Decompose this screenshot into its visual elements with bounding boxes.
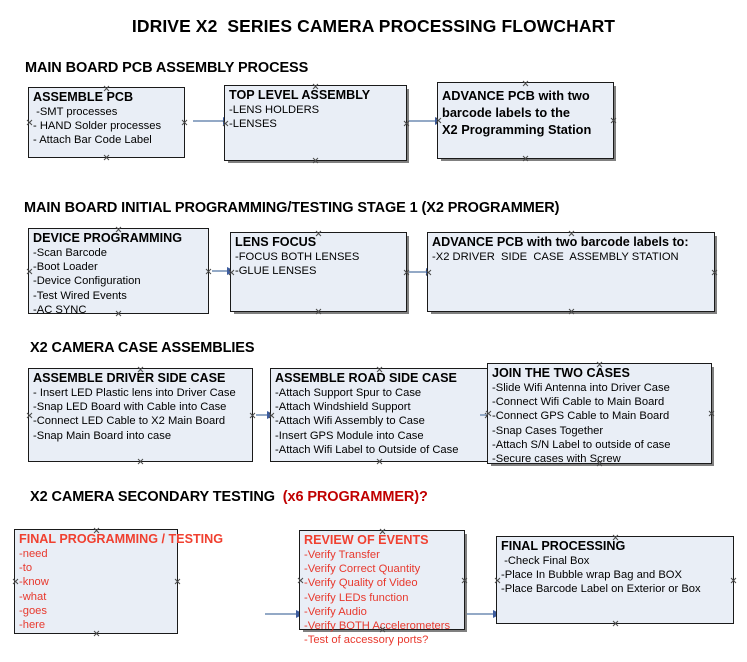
box-title: ASSEMBLE ROAD SIDE CASE xyxy=(275,371,457,385)
box-line: -Snap LED Board with Cable into Case xyxy=(33,401,227,414)
box-device-programming[interactable]: DEVICE PROGRAMMING -Scan Barcode -Boot L… xyxy=(26,228,209,316)
box-line: -Verify Quality of Video xyxy=(304,577,418,590)
box-title: ADVANCE PCB with two barcode labels to: xyxy=(432,235,689,249)
box-line: -need xyxy=(19,548,48,560)
box-line: -Test of accessory ports? xyxy=(304,634,429,647)
section-heading-1: MAIN BOARD PCB ASSEMBLY PROCESS xyxy=(25,60,309,76)
box-final-processing[interactable]: FINAL PROCESSING -Check Final Box -Place… xyxy=(496,536,734,624)
box-line: -Snap Main Board into case xyxy=(33,429,172,442)
box-line: -Connect LED Cable to X2 Main Board xyxy=(33,415,226,428)
box-line: -Boot Loader xyxy=(33,261,98,274)
page-title: IDRIVE X2 SERIES CAMERA PROCESSING FLOWC… xyxy=(131,16,616,36)
resize-handle-bottom[interactable] xyxy=(137,458,144,465)
resize-handle-bottom[interactable] xyxy=(315,308,322,315)
connector-arrow xyxy=(256,410,275,419)
box-line: -to xyxy=(19,562,33,575)
resize-handle-bottom[interactable] xyxy=(568,308,575,315)
resize-handle-top[interactable] xyxy=(522,80,529,87)
box-line: -Verify LEDs function xyxy=(304,591,409,604)
connector-arrow xyxy=(212,266,235,275)
box-line: -Connect GPS Cable to Main Board xyxy=(492,410,670,423)
box-title: REVIEW OF EVENTS xyxy=(304,533,429,547)
box-lens-focus[interactable]: LENS FOCUS -FOCUS BOTH LENSES -GLUE LENS… xyxy=(230,232,407,312)
resize-handle-bottom[interactable] xyxy=(103,154,110,161)
box-advance-pcb-programming-station[interactable]: ADVANCE PCB with two barcode labels to t… xyxy=(437,82,614,159)
box-line: -Test Wired Events xyxy=(33,289,127,302)
resize-handle-right[interactable] xyxy=(711,269,718,276)
section-heading-4: X2 CAMERA SECONDARY TESTING (x6 PROGRAMM… xyxy=(30,489,428,505)
box-line: - Attach Bar Code Label xyxy=(33,134,152,147)
resize-handle-left[interactable] xyxy=(12,578,19,585)
box-title: DEVICE PROGRAMMING xyxy=(33,231,183,245)
resize-handle-left[interactable] xyxy=(26,119,33,126)
box-title: FINAL PROGRAMMING / TESTING xyxy=(19,532,224,546)
box-line: -Attach S/N Label to outside of case xyxy=(492,438,671,451)
box-title: FINAL PROCESSING xyxy=(501,539,626,553)
box-title: ASSEMBLE DRIVER SIDE CASE xyxy=(33,371,226,385)
resize-handle-left[interactable] xyxy=(297,577,304,584)
box-line: - Insert LED Plastic lens into Driver Ca… xyxy=(33,387,236,399)
box-line: -Snap Cases Together xyxy=(492,424,604,437)
box-line: -Slide Wifi Antenna into Driver Case xyxy=(492,382,670,394)
resize-handle-right[interactable] xyxy=(610,117,617,124)
box-final-programming-testing[interactable]: FINAL PROGRAMMING / TESTING -need -to -k… xyxy=(12,529,223,634)
section-heading-4-text: X2 CAMERA SECONDARY TESTING xyxy=(30,489,283,505)
box-line: -Check Final Box xyxy=(501,555,590,567)
box-line: -AC SYNC xyxy=(33,303,87,316)
connector-arrow xyxy=(409,267,434,276)
box-line: -Verify BOTH Accelerometers xyxy=(304,620,451,633)
box-assemble-driver-side-case[interactable]: ASSEMBLE DRIVER SIDE CASE - Insert LED P… xyxy=(28,368,253,462)
box-line: -know xyxy=(19,576,49,589)
box-assemble-road-side-case[interactable]: ASSEMBLE ROAD SIDE CASE -Attach Support … xyxy=(270,368,488,462)
box-title: TOP LEVEL ASSEMBLY xyxy=(229,88,371,102)
box-line: -goes xyxy=(19,604,47,617)
box-line: -Attach Support Spur to Case xyxy=(275,387,422,399)
box-top-level-assembly[interactable]: TOP LEVEL ASSEMBLY -LENS HOLDERS -LENSES xyxy=(224,85,407,161)
box-line: -Verify Correct Quantity xyxy=(304,563,421,576)
box-line: -LENSES xyxy=(229,118,277,131)
resize-handle-bottom[interactable] xyxy=(376,458,383,465)
section-heading-4-accent: (x6 PROGRAMMER)? xyxy=(282,489,428,505)
connector-arrow xyxy=(193,116,231,125)
box-join-the-two-cases[interactable]: JOIN THE TWO CASES -Slide Wifi Antenna i… xyxy=(487,363,712,465)
box-title: JOIN THE TWO CASES xyxy=(492,366,630,380)
section-heading-2: MAIN BOARD INITIAL PROGRAMMING/TESTING S… xyxy=(24,200,560,216)
resize-handle-left[interactable] xyxy=(26,268,33,275)
connector-arrow xyxy=(409,116,443,125)
box-title: ADVANCE PCB with two barcode labels to t… xyxy=(442,88,592,137)
box-line: -Attach Windshield Support xyxy=(275,401,411,414)
box-advance-pcb-case-assembly[interactable]: ADVANCE PCB with two barcode labels to: … xyxy=(427,232,715,312)
section-heading-3: X2 CAMERA CASE ASSEMBLIES xyxy=(30,340,255,356)
connector-arrow xyxy=(467,609,501,618)
resize-handle-bottom[interactable] xyxy=(312,157,319,164)
box-line: - HAND Solder processes xyxy=(33,120,162,133)
box-line: -Place Barcode Label on Exterior or Box xyxy=(501,583,701,596)
box-line: -Device Configuration xyxy=(33,275,141,288)
box-line: -Secure cases with Screw xyxy=(492,453,621,466)
resize-handle-left[interactable] xyxy=(26,412,33,419)
box-review-of-events[interactable]: REVIEW OF EVENTS -Verify Transfer -Verif… xyxy=(297,530,465,646)
box-assemble-pcb[interactable]: ASSEMBLE PCB -SMT processes - HAND Solde… xyxy=(28,87,185,158)
box-line: -Insert GPS Module into Case xyxy=(275,429,424,442)
box-line: -SMT processes xyxy=(33,106,118,118)
box-line: -Connect Wifi Cable to Main Board xyxy=(492,396,665,409)
box-title: ASSEMBLE PCB xyxy=(33,90,134,104)
box-line: -Place In Bubble wrap Bag and BOX xyxy=(501,569,682,582)
box-line: -FOCUS BOTH LENSES xyxy=(235,251,360,263)
box-title: LENS FOCUS xyxy=(235,235,317,249)
box-line: -Scan Barcode xyxy=(33,247,108,259)
box-line: -Attach Wifi Assembly to Case xyxy=(275,415,425,428)
box-line: -LENS HOLDERS xyxy=(229,104,320,116)
box-line: -Verify Transfer xyxy=(304,549,380,561)
box-line: -GLUE LENSES xyxy=(235,265,317,278)
box-line: -X2 DRIVER SIDE CASE ASSEMBLY STATION xyxy=(432,251,679,263)
box-line: -Verify Audio xyxy=(304,605,367,618)
resize-handle-bottom[interactable] xyxy=(612,620,619,627)
box-line: -Attach Wifi Label to Outside of Case xyxy=(275,443,459,456)
connector-arrow xyxy=(265,609,304,618)
box-line: -here xyxy=(19,619,46,632)
resize-handle-bottom[interactable] xyxy=(522,155,529,162)
box-line: -what xyxy=(19,590,47,603)
